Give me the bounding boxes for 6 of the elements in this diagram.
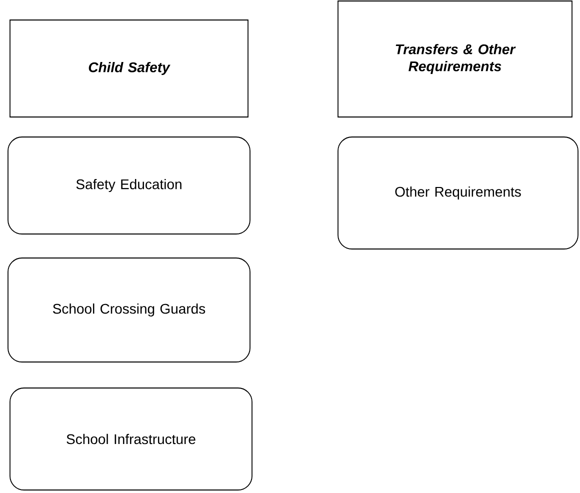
heading-box: Child Safety — [10, 20, 248, 118]
process-box: School Infrastructure — [10, 388, 252, 490]
process-box: School Crossing Guards — [8, 258, 250, 362]
process-box: Other Requirements — [338, 136, 578, 250]
heading-box: Transfers & Other Requirements — [338, 0, 572, 118]
process-box: Safety Education — [8, 136, 250, 234]
